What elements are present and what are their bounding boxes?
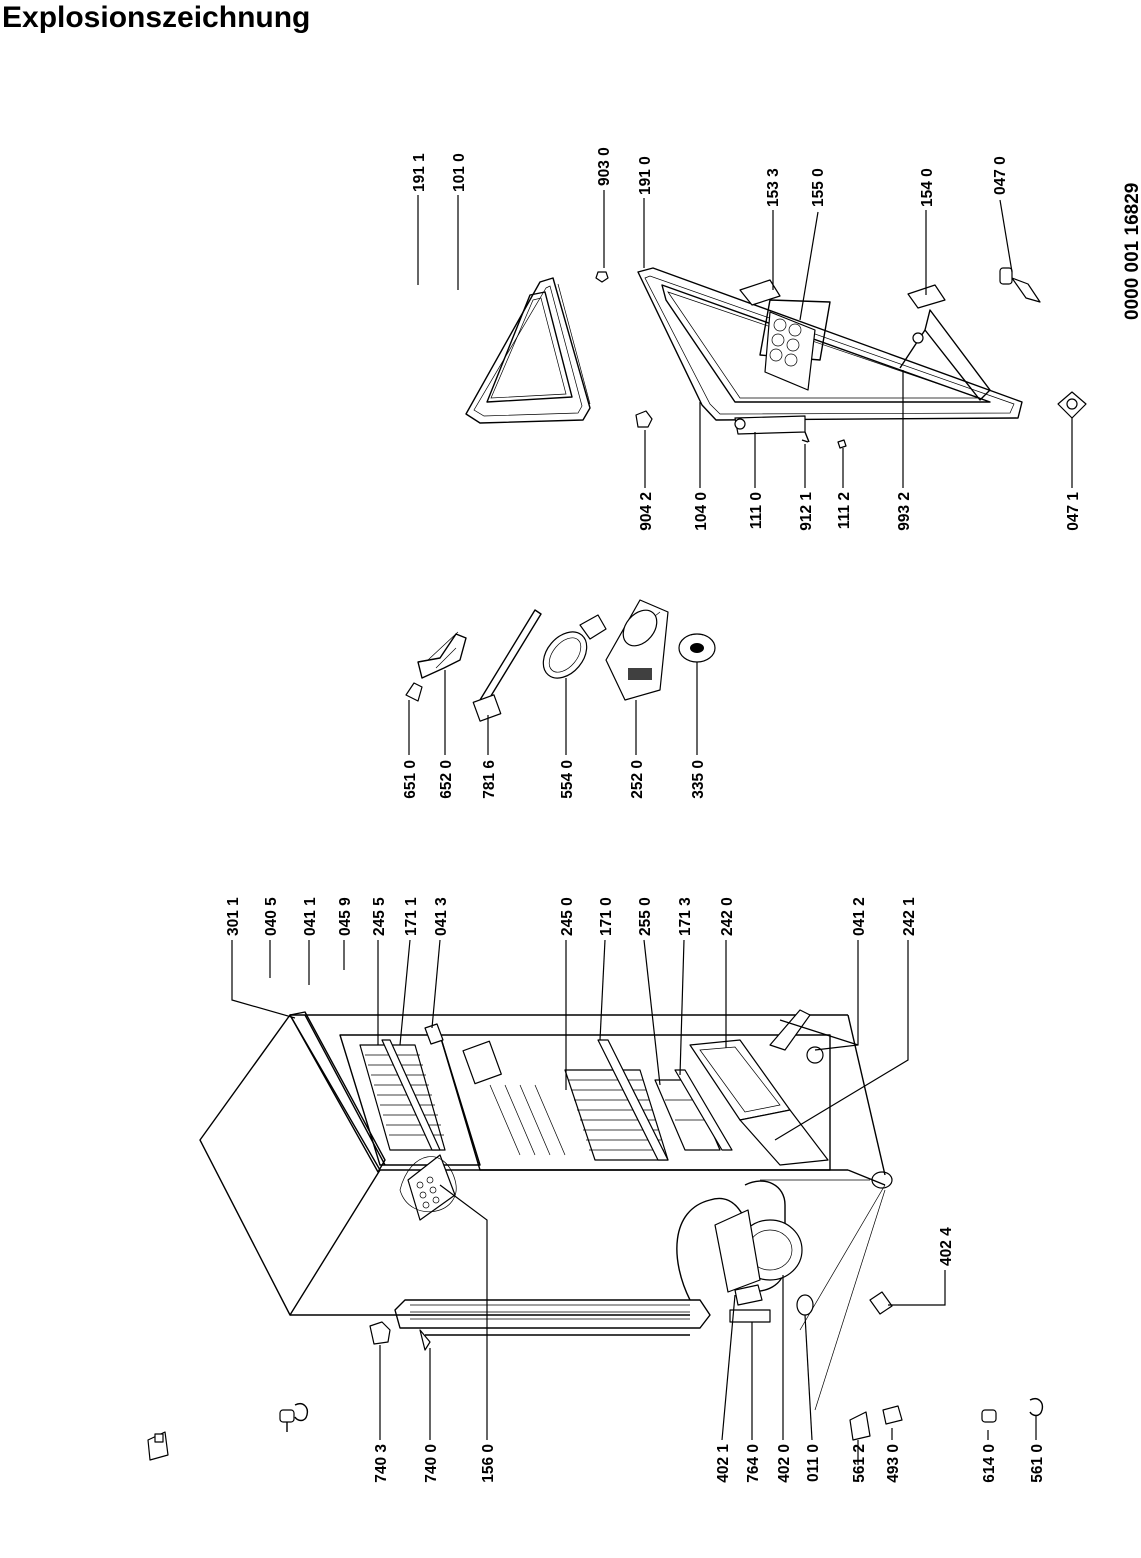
- egg-tray-drawing: [764, 311, 816, 391]
- label-335-0: 335 0: [690, 760, 707, 799]
- label-171-0: 171 0: [598, 897, 615, 936]
- label-041-1: 041 1: [302, 897, 319, 936]
- label-904-2: 904 2: [638, 492, 655, 531]
- label-191-0: 191 0: [637, 156, 654, 195]
- label-153-3: 153 3: [765, 168, 782, 207]
- label-242-1: 242 1: [901, 897, 918, 936]
- label-614-0: 614 0: [981, 1444, 998, 1483]
- label-156-0: 156 0: [480, 1444, 497, 1483]
- document-number: 0000 001 16829: [1122, 183, 1141, 320]
- label-245-0: 245 0: [559, 897, 576, 936]
- label-561-0: 561 0: [1029, 1444, 1046, 1483]
- label-652-0: 652 0: [438, 760, 455, 799]
- label-255-0: 255 0: [637, 897, 654, 936]
- part-labels: 191 1 101 0 903 0 191 0 153 3 155 0 154 …: [225, 147, 1082, 1483]
- label-993-2: 993 2: [896, 492, 913, 531]
- relay-5612-drawing: [147, 1431, 169, 1461]
- leader-lines: [231, 190, 1073, 1465]
- loose-parts-bottom: [849, 1398, 1044, 1441]
- label-402-1: 402 1: [715, 1444, 732, 1483]
- label-740-3: 740 3: [373, 1444, 390, 1483]
- part-4930-drawing: [882, 1405, 903, 1425]
- label-242-0: 242 0: [719, 897, 736, 936]
- compressor-drawing: [714, 1209, 814, 1323]
- label-912-1: 912 1: [798, 492, 815, 531]
- cap-9042-drawing: [635, 410, 653, 428]
- label-651-0: 651 0: [402, 760, 419, 799]
- page-title: Explosionszeichnung: [2, 1, 311, 34]
- label-493-0: 493 0: [885, 1444, 902, 1483]
- cabinet-drawing: [199, 1009, 893, 1411]
- label-104-0: 104 0: [693, 492, 710, 531]
- label-402-4: 402 4: [938, 1227, 955, 1266]
- label-047-1: 047 1: [1065, 492, 1082, 531]
- label-554-0: 554 0: [559, 760, 576, 799]
- label-111-0: 111 0: [748, 492, 765, 529]
- label-171-3: 171 3: [677, 897, 694, 936]
- label-740-0: 740 0: [423, 1444, 440, 1483]
- label-041-3: 041 3: [433, 897, 450, 936]
- screw-1112-drawing: [837, 439, 847, 449]
- label-155-0: 155 0: [810, 168, 827, 207]
- label-191-1: 191 1: [411, 153, 428, 192]
- label-301-1: 301 1: [225, 897, 242, 936]
- label-111-2: 111 2: [836, 492, 853, 529]
- foot-0471-drawing: [1057, 391, 1087, 419]
- label-245-5: 245 5: [371, 897, 388, 936]
- label-903-0: 903 0: [596, 147, 613, 186]
- label-561-2: 561 2: [851, 1444, 868, 1483]
- label-171-1: 171 1: [403, 897, 420, 936]
- part-6140-drawing: [279, 1409, 295, 1432]
- label-764-0: 764 0: [745, 1444, 762, 1483]
- control-parts-drawing: [405, 599, 716, 722]
- hinge-0470-drawing: [999, 267, 1041, 303]
- label-045-9: 045 9: [337, 897, 354, 936]
- freezer-door-drawing: [465, 277, 591, 424]
- label-040-5: 040 5: [263, 897, 280, 936]
- screw-9030-drawing: [595, 271, 609, 283]
- label-041-2: 041 2: [851, 897, 868, 936]
- screw-9121-drawing: [801, 431, 810, 443]
- cap-7403-drawing: [369, 1321, 391, 1345]
- label-047-0: 047 0: [992, 156, 1009, 195]
- label-101-0: 101 0: [451, 153, 468, 192]
- label-402-0: 402 0: [776, 1444, 793, 1483]
- label-011-0: 011 0: [805, 1444, 822, 1482]
- label-781-6: 781 6: [481, 760, 498, 799]
- label-252-0: 252 0: [629, 760, 646, 799]
- part-5610-drawing: [294, 1403, 309, 1422]
- label-154-0: 154 0: [919, 168, 936, 207]
- main-door-drawing: [637, 267, 1023, 435]
